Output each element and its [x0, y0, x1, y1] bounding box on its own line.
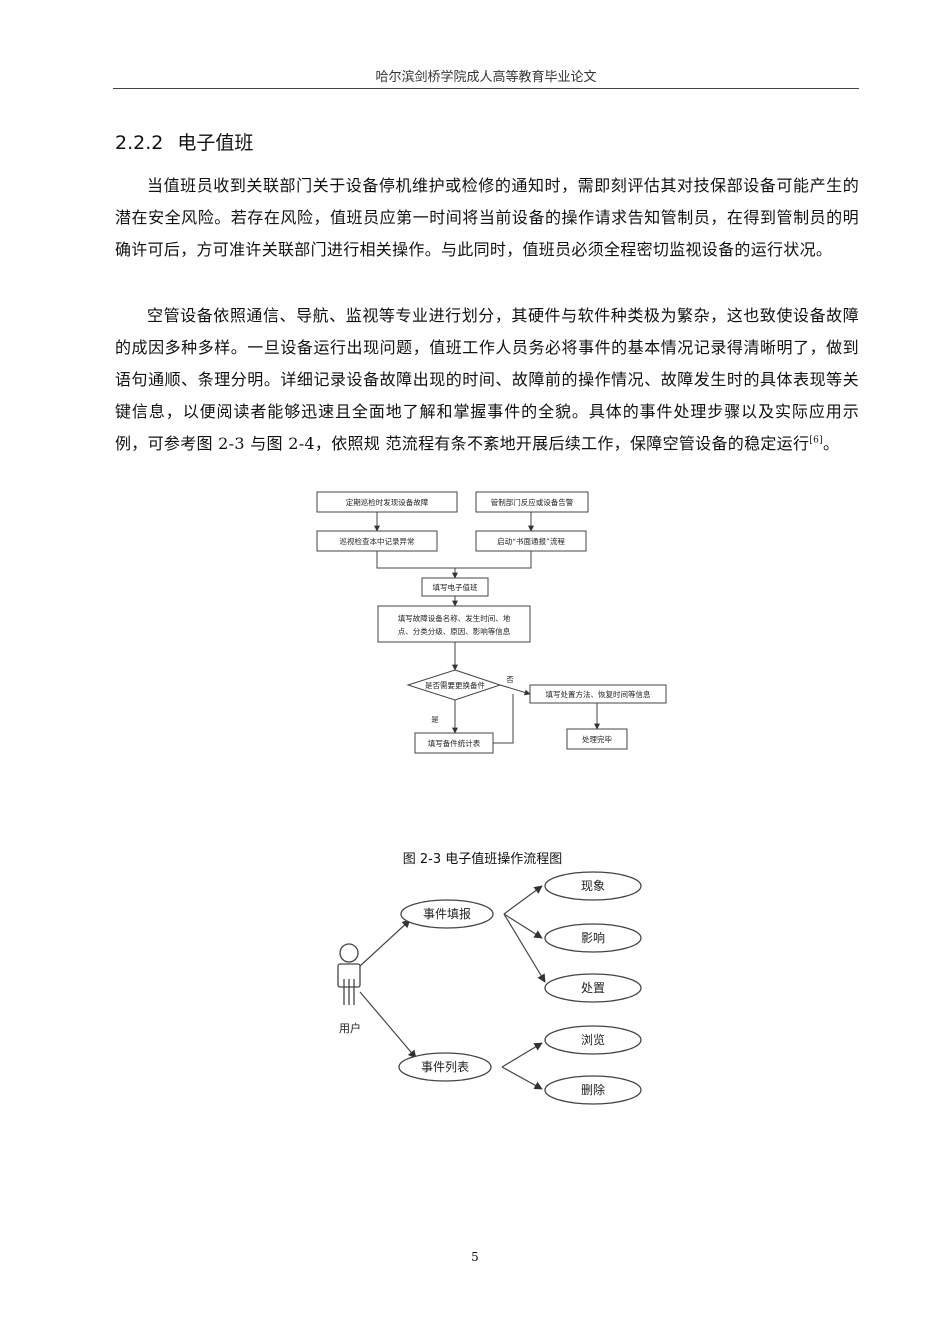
flow-text-box3: 巡视检查本中记录异常	[340, 536, 415, 546]
section-number: 2.2.2	[115, 132, 164, 154]
usecase-label-disposal: 处置	[581, 981, 605, 995]
flow-text-box8: 填写备件统计表	[428, 738, 481, 748]
flow-text-no: 否	[506, 675, 514, 684]
usecase-label-browse: 浏览	[581, 1032, 605, 1047]
paragraph-2-text: 空管设备依照通信、导航、监视等专业进行划分，其硬件与软件种类极为繁杂，这也致使设…	[115, 306, 859, 453]
flow-box-control-report	[475, 491, 589, 513]
paragraph-2-end: 。	[822, 434, 840, 453]
flow-text-box7: 填写处置方法、恢复时间等信息	[546, 689, 651, 699]
usecase-label-event-list: 事件列表	[421, 1060, 469, 1074]
flow-text-box6-line2: 点、分类分级、原因、影响等信息	[398, 626, 511, 636]
flow-box-fill-fault-info	[377, 605, 531, 643]
usecase-browse	[544, 1025, 642, 1055]
actor-label: 用户	[339, 1021, 361, 1035]
usecase-event-report	[400, 899, 494, 929]
actor-user-icon	[337, 943, 361, 1005]
page-header: 哈尔滨剑桥学院成人高等教育毕业论文	[375, 70, 597, 85]
page-number: 5	[471, 1250, 479, 1264]
section-title: 电子值班	[177, 132, 254, 154]
usecase-disposal	[544, 973, 642, 1003]
usecase-label-phenomenon: 现象	[581, 879, 605, 893]
flow-box-periodic-inspection	[316, 491, 458, 513]
flow-text-box6-line1: 填写故障设备名称、发生时间、地	[398, 613, 511, 623]
usecase-label-delete: 删除	[581, 1082, 605, 1097]
flow-text-decision: 是否需要更换备件	[425, 680, 485, 690]
section-heading: 2.2.2 电子值班	[115, 128, 253, 155]
figure-caption: 图 2-3 电子值班操作流程图	[402, 852, 563, 867]
header-rule	[113, 88, 859, 89]
usecase-phenomenon	[544, 871, 642, 901]
paragraph-1: 当值班员收到关联部门关于设备停机维护或检修的通知时，需即刻评估其对技保部设备可能…	[115, 176, 859, 259]
flow-text-box2: 管制部门反应或设备告警	[491, 497, 574, 507]
usecase-event-list	[398, 1052, 492, 1082]
paragraph-2: 空管设备依照通信、导航、监视等专业进行划分，其硬件与软件种类极为繁杂，这也致使设…	[115, 300, 859, 460]
usecase-delete	[544, 1075, 642, 1105]
usecase-figure: 用户 事件填报 事件列表 现象 影响 处置 浏览 删除	[337, 871, 642, 1105]
usecase-impact	[544, 923, 642, 953]
flow-text-box4: 启动“书面通报”流程	[497, 536, 565, 546]
citation-ref: [6]	[809, 435, 823, 446]
usecase-label-impact: 影响	[581, 930, 605, 945]
flow-text-box5: 填写电子值班	[433, 582, 478, 592]
flow-text-box1: 定期巡检时发现设备故障	[346, 497, 429, 507]
usecase-label-event-report: 事件填报	[423, 906, 471, 921]
flow-text-box9: 处理完毕	[582, 734, 612, 744]
flow-text-yes: 是	[431, 715, 439, 724]
flowchart-figure: 定期巡检时发现设备故障 管制部门反应或设备告警 巡视检查本中记录异常 启动“书面…	[316, 491, 667, 754]
